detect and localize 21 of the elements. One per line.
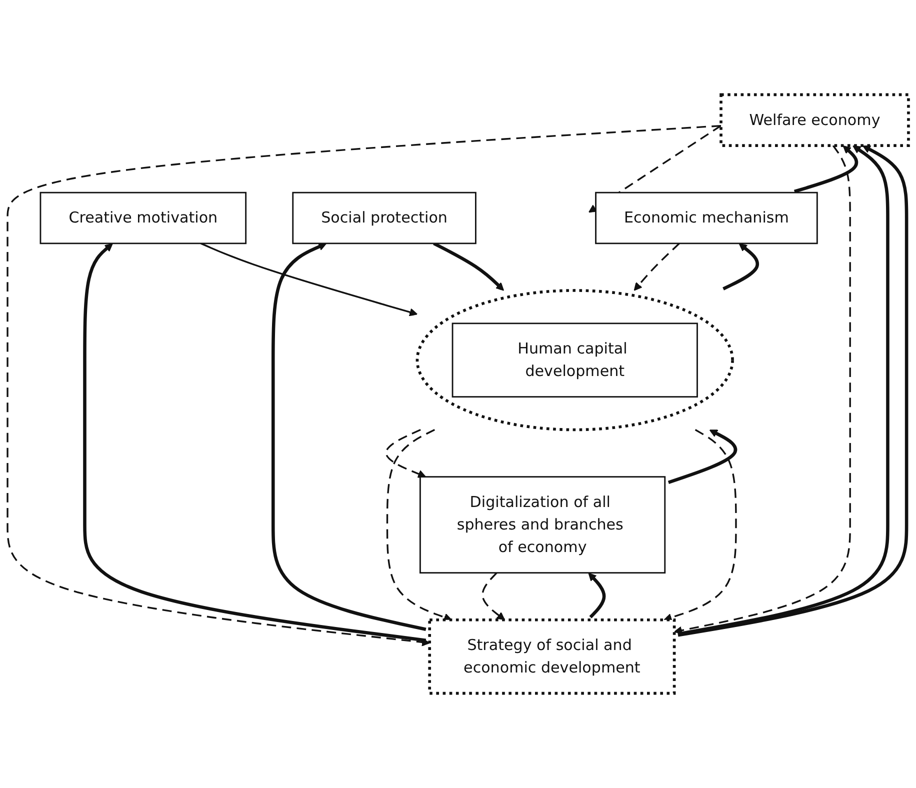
arrow	[668, 430, 738, 484]
arrow	[83, 243, 426, 642]
node-box: Human capital development	[452, 322, 698, 398]
arrow	[482, 572, 505, 620]
arrow	[664, 429, 737, 622]
node-box: Digitalization of all spheres and branches of economy	[419, 476, 666, 574]
arrow	[271, 242, 426, 631]
arrow	[634, 242, 680, 291]
arrow	[385, 429, 426, 478]
node-box: Social protection	[292, 192, 476, 244]
arrow	[433, 242, 504, 291]
node-box: Creative motivation	[40, 192, 247, 244]
arrow	[588, 572, 606, 618]
arrow	[794, 145, 858, 194]
arrow	[722, 243, 759, 290]
node-box: Strategy of social and economic development	[428, 618, 676, 695]
node-box: Welfare economy	[720, 93, 910, 147]
node-box: Economic mechanism	[595, 192, 818, 244]
arrow	[674, 145, 851, 634]
arrow	[200, 242, 418, 316]
cluster	[416, 289, 734, 432]
